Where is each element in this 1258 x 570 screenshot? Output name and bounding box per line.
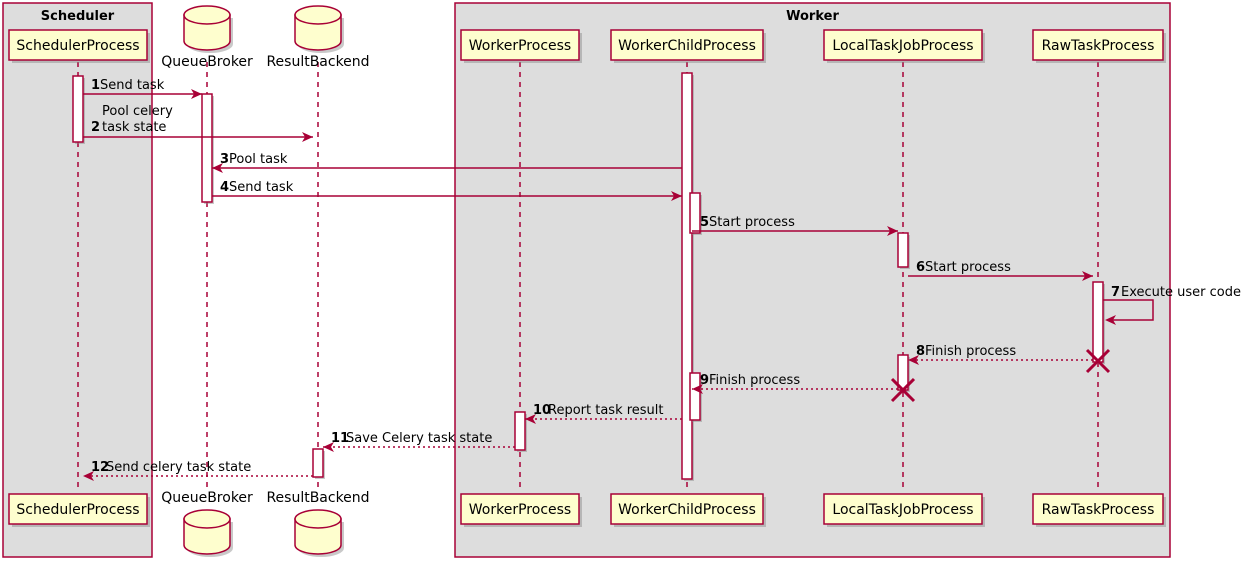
message-8-number: 8 <box>916 344 925 359</box>
message-6-number: 6 <box>916 260 925 275</box>
message-12-number: 12 <box>91 460 109 475</box>
activation-bar-scheduler-process <box>72 75 84 143</box>
participant-label-worker-child-process-bottom: WorkerChildProcess <box>618 502 756 518</box>
database-icon-result-backend-bottom[interactable] <box>294 509 344 557</box>
arrow-head <box>1082 271 1093 281</box>
activation-bar-result-backend <box>312 448 324 478</box>
participant-box-scheduler-process-bottom[interactable] <box>8 493 148 525</box>
message-11-text: Save Celery task state <box>346 431 492 446</box>
arrow-head <box>887 226 898 236</box>
message-2-text-line2: task state <box>102 120 166 135</box>
message-4-number: 4 <box>220 180 229 195</box>
participant-box-worker-process-bottom[interactable] <box>460 493 580 525</box>
message-6-text: Start process <box>925 260 1011 275</box>
participant-box-local-task-job-process-top[interactable] <box>823 29 983 61</box>
participant-label-result-backend-bottom: ResultBackend <box>266 490 369 506</box>
participant-label-queue-broker-top: QueueBroker <box>161 54 253 70</box>
group-title-worker: Worker <box>786 9 839 24</box>
participant-label-result-backend-top: ResultBackend <box>266 54 369 70</box>
database-icon-queue-broker-bottom[interactable] <box>183 509 233 557</box>
message-3-number: 3 <box>220 152 229 167</box>
participant-label-scheduler-process-bottom: SchedulerProcess <box>16 502 139 518</box>
message-1-number: 1 <box>91 78 100 93</box>
activation-bar-worker-child-process <box>689 372 701 421</box>
participant-label-scheduler-process-top: SchedulerProcess <box>16 38 139 54</box>
arrow-head <box>692 384 703 394</box>
participant-box-raw-task-process-top[interactable] <box>1032 29 1164 61</box>
message-10-number: 10 <box>533 403 551 418</box>
participant-label-worker-process-top: WorkerProcess <box>469 38 571 54</box>
message-8-text: Finish process <box>925 344 1016 359</box>
participant-label-worker-child-process-top: WorkerChildProcess <box>618 38 756 54</box>
participant-label-raw-task-process-bottom: RawTaskProcess <box>1042 502 1155 518</box>
participant-box-local-task-job-process-bottom[interactable] <box>823 493 983 525</box>
destroy-marker-raw-task-process <box>1085 348 1111 374</box>
group-title-scheduler: Scheduler <box>41 9 115 24</box>
message-2-number: 2 <box>91 120 100 135</box>
message-10-text: Report task result <box>548 403 664 418</box>
message-7-line <box>1103 299 1154 321</box>
activation-bar-raw-task-process <box>1092 281 1104 363</box>
arrow-head <box>525 414 536 424</box>
arrow-head <box>83 471 94 481</box>
participant-box-scheduler-process-top[interactable] <box>8 29 148 61</box>
message-2-text: Pool celery <box>102 104 173 119</box>
message-5-number: 5 <box>700 215 709 230</box>
arrow-head <box>908 355 919 365</box>
message-4-text: Send task <box>229 180 294 195</box>
message-7-text: Execute user code <box>1121 285 1241 300</box>
arrow-head <box>1105 315 1116 325</box>
message-5-text: Start process <box>709 215 795 230</box>
message-9-text: Finish process <box>709 373 800 388</box>
group-box-worker <box>454 2 1171 558</box>
arrow-head <box>302 132 313 142</box>
activation-bar-queue-broker <box>201 93 213 203</box>
activation-bar-worker-child-process <box>681 72 693 480</box>
arrow-head <box>191 89 202 99</box>
activation-bar-worker-process <box>514 411 526 451</box>
participant-label-raw-task-process-top: RawTaskProcess <box>1042 38 1155 54</box>
arrow-head <box>212 163 223 173</box>
arrow-head <box>671 191 682 201</box>
destroy-marker-local-task-job-process <box>890 377 916 403</box>
participant-box-worker-child-process-top[interactable] <box>610 29 764 61</box>
message-7-number: 7 <box>1111 285 1120 300</box>
participant-label-worker-process-bottom: WorkerProcess <box>469 502 571 518</box>
database-icon-result-backend-top[interactable] <box>294 5 344 53</box>
participant-box-worker-process-top[interactable] <box>460 29 580 61</box>
message-11-number: 11 <box>331 431 349 446</box>
message-9-number: 9 <box>700 373 709 388</box>
database-icon-queue-broker-top[interactable] <box>183 5 233 53</box>
message-12-text: Send celery task state <box>106 460 251 475</box>
activation-bar-local-task-job-process <box>897 232 909 268</box>
participant-label-queue-broker-bottom: QueueBroker <box>161 490 253 506</box>
participant-box-worker-child-process-bottom[interactable] <box>610 493 764 525</box>
activation-bar-worker-child-process <box>689 192 701 234</box>
participant-box-raw-task-process-bottom[interactable] <box>1032 493 1164 525</box>
message-1-text: Send task <box>100 78 165 93</box>
arrow-head <box>323 442 334 452</box>
participant-label-local-task-job-process-bottom: LocalTaskJobProcess <box>832 502 973 518</box>
participant-label-local-task-job-process-top: LocalTaskJobProcess <box>832 38 973 54</box>
message-3-text: Pool task <box>229 152 288 167</box>
